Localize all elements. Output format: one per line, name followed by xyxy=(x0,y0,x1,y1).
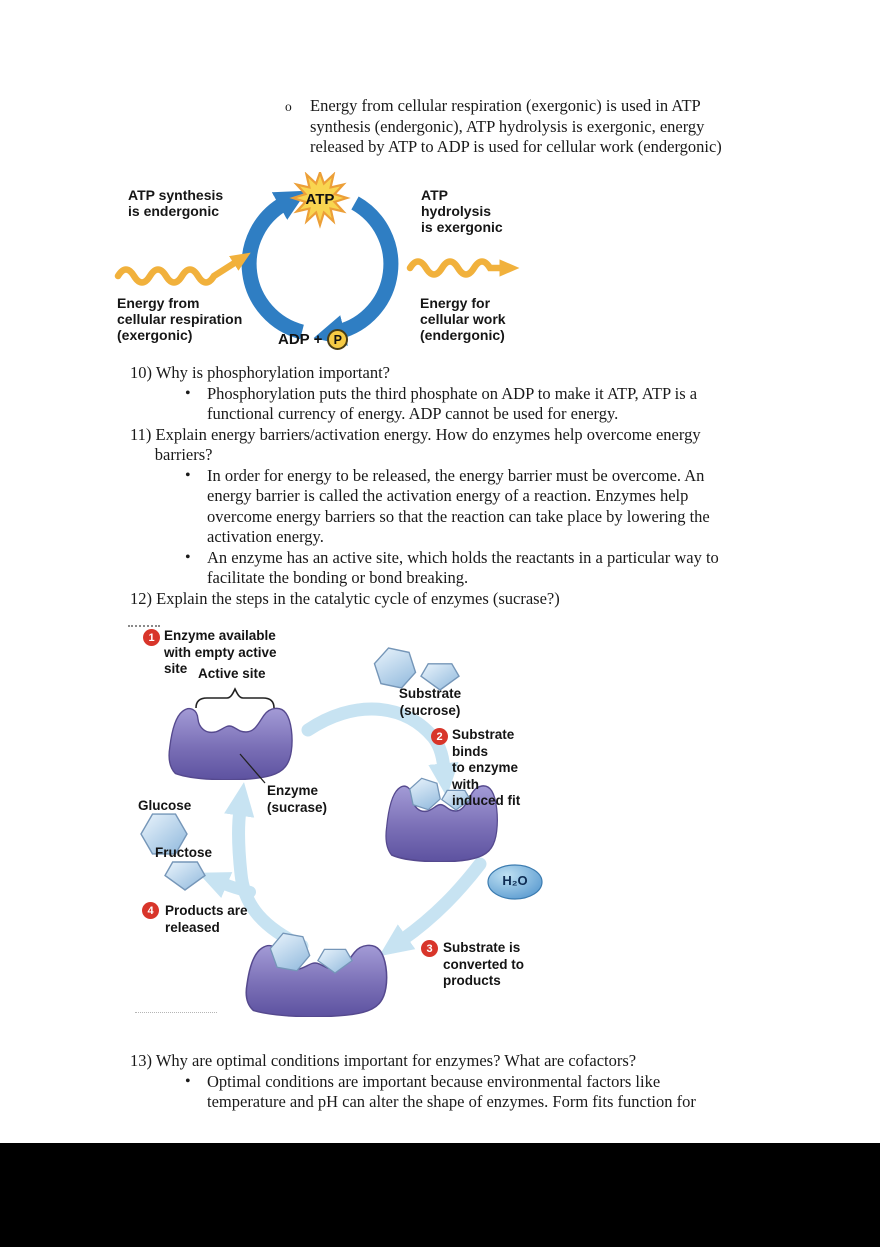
arrow-conversion xyxy=(378,857,487,957)
questions-block-13: 13) Why are optimal conditions important… xyxy=(130,1051,820,1113)
answer-11b-item: • An enzyme has an active site, which ho… xyxy=(185,548,820,589)
cycle-arrow-synthesis xyxy=(241,190,307,340)
energy-out-label: Energy for cellular work (endergonic) xyxy=(420,295,506,343)
water-molecule xyxy=(487,864,543,900)
question-11-line: 11) Explain energy barriers/activation e… xyxy=(130,424,701,465)
phosphate-badge: P xyxy=(327,329,349,350)
question-10-line: 10) Why is phosphorylation important? xyxy=(130,363,390,382)
enzyme-pointer-line xyxy=(239,753,266,784)
fructose-pentagon xyxy=(164,861,206,891)
cropped-text-artifact xyxy=(128,625,160,627)
step-3-badge: 3 xyxy=(421,940,438,957)
glucose-label: Glucose xyxy=(138,798,192,813)
adp-label: ADP + xyxy=(278,331,323,348)
fructose-label: Fructose xyxy=(155,845,213,860)
product-pentagon xyxy=(317,948,353,974)
answer-13-text: Optimal conditions are important because… xyxy=(207,1071,696,1112)
adp-phosphate-group: ADP + P xyxy=(278,329,349,350)
active-site-label: Active site xyxy=(198,666,266,681)
arrow-enzyme-recycles xyxy=(224,782,309,953)
question-12-line: 12) Explain the steps in the catalytic c… xyxy=(130,588,560,608)
step-4-label: Products are released xyxy=(165,903,248,935)
step-2-label: Substrate binds to enzyme with induced f… xyxy=(452,727,521,808)
substrate-hexagon xyxy=(373,647,417,689)
bullet-marker: • xyxy=(185,384,191,402)
questions-block-10-12: 10) Why is phosphorylation important? • … xyxy=(130,363,820,609)
atp-hydrolysis-label: ATP hydrolysis is exergonic xyxy=(421,187,503,235)
step-3-label: Substrate is converted to products xyxy=(443,940,525,988)
energy-wave-arrow-in xyxy=(114,252,251,286)
answer-13-item: • Optimal conditions are important becau… xyxy=(185,1072,820,1113)
atp-starburst-icon xyxy=(289,169,351,229)
caption-artifact xyxy=(135,1012,217,1013)
energy-wave-arrow-out xyxy=(406,258,520,278)
question-13-line: 13) Why are optimal conditions important… xyxy=(130,1051,637,1070)
atp-cycle-art xyxy=(114,169,520,346)
atp-synthesis-label: ATP synthesis is endergonic xyxy=(128,187,224,219)
arrow-products-released xyxy=(198,872,256,898)
bullet-marker: • xyxy=(185,466,191,484)
atp-starburst-label: ATP xyxy=(305,191,335,208)
intro-bullet-item: o Energy from cellular respiration (exer… xyxy=(285,96,780,158)
cycle-arrow-hydrolysis xyxy=(313,196,399,346)
page-bottom-black-band xyxy=(0,1143,880,1247)
answer-10-item: • Phosphorylation puts the third phospha… xyxy=(185,384,820,425)
atp-cycle-figure: ATP ATP synthesis is endergonic ATP hydr… xyxy=(110,169,520,362)
enzyme-sucrase-label: Enzyme (sucrase) xyxy=(267,783,328,815)
enzyme-blob-empty xyxy=(168,707,293,780)
answer-10-text: Phosphorylation puts the third phosphate… xyxy=(207,383,698,424)
step-1-label: Enzyme available with empty active site xyxy=(164,628,277,676)
glucose-hexagon xyxy=(140,813,188,855)
bound-pentagon xyxy=(440,789,472,811)
answer-11b-text: An enzyme has an active site, which hold… xyxy=(207,547,719,588)
answer-11a-text: In order for energy to be released, the … xyxy=(207,465,710,547)
enzyme-blob-products xyxy=(245,944,388,1017)
bullet-marker: • xyxy=(185,548,191,566)
energy-in-label: Energy from cellular respiration (exergo… xyxy=(117,295,243,343)
substrate-pentagon xyxy=(420,663,460,691)
water-label: H₂O xyxy=(502,873,528,888)
substrate-label: Substrate (sucrose) xyxy=(398,686,462,718)
bound-hexagon xyxy=(409,777,441,811)
answer-11a-item: • In order for energy to be released, th… xyxy=(185,466,820,548)
bullet-marker: • xyxy=(185,1072,191,1090)
step-2-badge: 2 xyxy=(431,728,448,745)
enzyme-catalytic-cycle-figure: 1 2 3 4 Enzyme available with empty acti… xyxy=(128,622,548,1022)
arrow-substrate-binds xyxy=(301,702,459,798)
intro-bullet-text: Energy from cellular respiration (exergo… xyxy=(310,96,722,156)
active-site-bracket xyxy=(195,687,275,709)
product-hexagon xyxy=(269,932,311,972)
step-1-badge: 1 xyxy=(143,629,160,646)
enzyme-cycle-art xyxy=(140,647,543,1017)
hollow-circle-bullet: o xyxy=(285,99,292,114)
step-4-badge: 4 xyxy=(142,902,159,919)
